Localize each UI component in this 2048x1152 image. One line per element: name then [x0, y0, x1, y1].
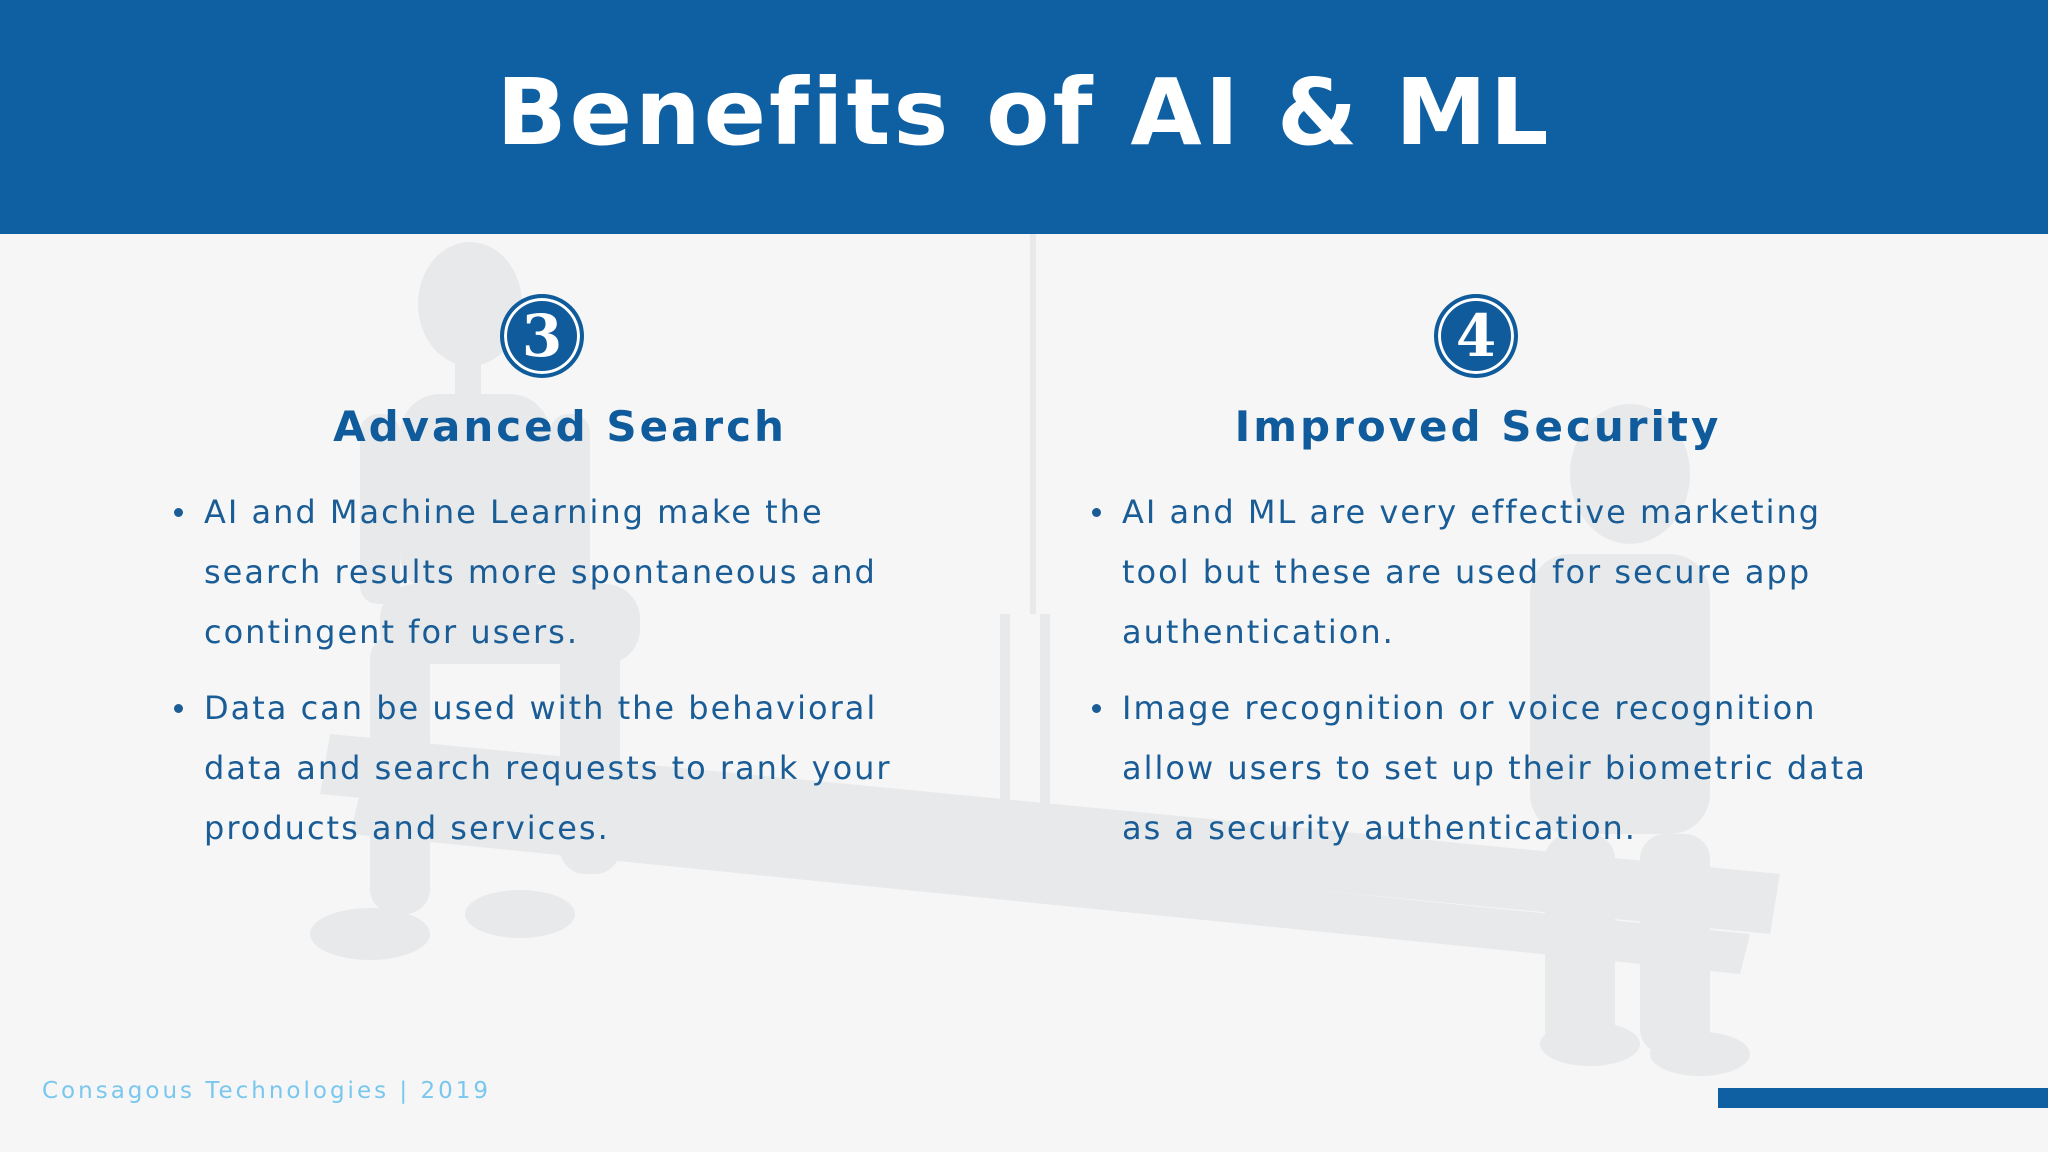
- benefit-title: Advanced Search: [333, 402, 787, 451]
- footer-credit: Consagous Technologies | 2019: [42, 1078, 491, 1104]
- number-3-badge-icon: 3: [500, 294, 584, 378]
- badge-number: 3: [521, 302, 563, 370]
- bullet-item: Data can be used with the behavioral dat…: [160, 678, 950, 858]
- bullet-item: Image recognition or voice recognition a…: [1078, 678, 1898, 858]
- benefit-title: Improved Security: [1234, 402, 1722, 451]
- bullet-item: AI and Machine Learning make the search …: [160, 482, 950, 662]
- slide-title: Benefits of AI & ML: [496, 58, 1552, 166]
- title-banner: Benefits of AI & ML: [0, 0, 2048, 234]
- benefit-bullet-list: AI and Machine Learning make the search …: [160, 482, 950, 874]
- number-4-badge-icon: 4: [1434, 294, 1518, 378]
- benefit-bullet-list: AI and ML are very effective marketing t…: [1078, 482, 1898, 874]
- bullet-item: AI and ML are very effective marketing t…: [1078, 482, 1898, 662]
- background-illustration: [310, 234, 1780, 1076]
- footer-accent-bar: [1718, 1088, 2048, 1108]
- badge-number: 4: [1455, 302, 1497, 370]
